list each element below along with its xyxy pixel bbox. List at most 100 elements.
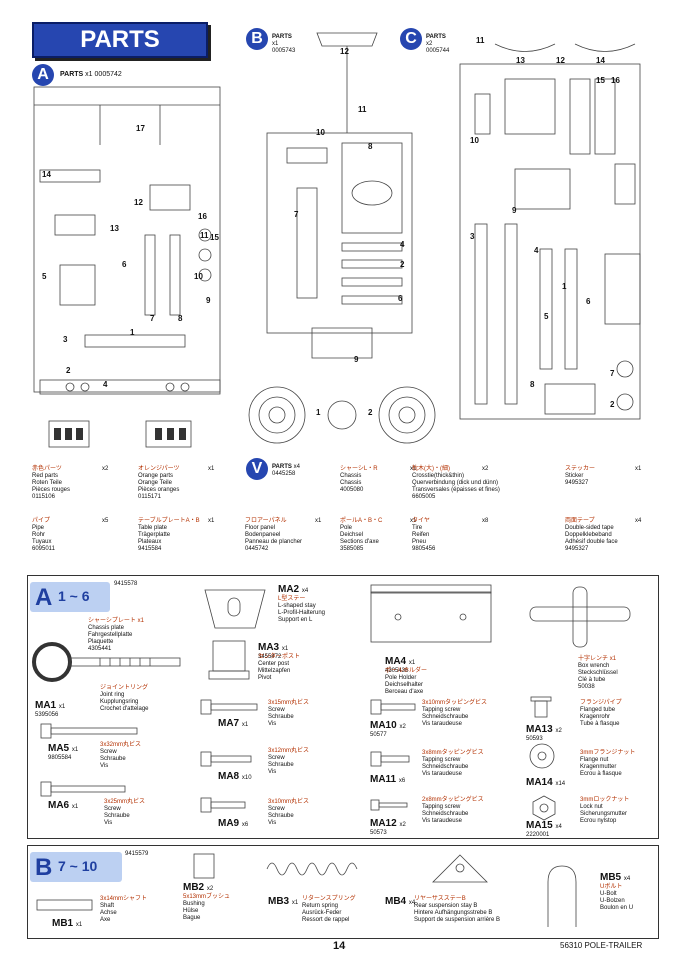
bag-b-panel: [27, 845, 659, 939]
legend-line: 9805456: [412, 546, 436, 552]
legend-line: 3585085: [340, 546, 364, 552]
b-num-2: 2: [400, 260, 405, 269]
orange-parts-illustration: [145, 420, 192, 448]
legend-line: Bodenpaneel: [245, 532, 281, 538]
legend-line: 0115171: [138, 494, 161, 500]
legend-line: 6095011: [32, 546, 55, 552]
legend-line: Table plate: [138, 525, 168, 531]
a-num-2: 2: [66, 366, 71, 375]
c-num-4: 4: [534, 246, 539, 255]
a-num-4: 4: [103, 380, 108, 389]
a-num-15: 15: [210, 233, 219, 242]
bushing-illustration: [193, 853, 215, 879]
screw-ma10-illustration: [370, 699, 416, 715]
legend-line: Deichsel: [340, 532, 364, 538]
ma1-tag: MA1 x1: [35, 700, 66, 711]
return-spring-illustration: [266, 862, 358, 876]
bag-a-code: 9415578: [114, 581, 138, 587]
legend-qty: x1: [410, 518, 417, 524]
pole-holder-illustration: [370, 584, 492, 643]
ma5-tag: MA5 x1: [48, 743, 79, 754]
legend-line: Orange parts: [138, 473, 174, 479]
ma3-code: 3455472: [258, 654, 282, 660]
legend-line: Crosstie(thick&thin): [412, 473, 465, 479]
screw-ma9-illustration: [200, 797, 246, 813]
legend-line: Pièces rouges: [32, 487, 71, 493]
legend-line: Pipe: [32, 525, 45, 531]
legend-line: Transversales (épaisses et fines): [412, 487, 500, 493]
legend-line: 9495327: [565, 480, 589, 486]
tree-v-badge: V: [246, 458, 268, 480]
c-num-9: 9: [512, 206, 517, 215]
legend-line: Plateaux: [138, 539, 162, 545]
c-num-7: 7: [610, 369, 615, 378]
a-num-9: 9: [206, 296, 211, 305]
legend-line: Doppelklebeband: [565, 532, 612, 538]
tree-b-diagram: [248, 32, 436, 444]
tree-c-badge: C: [400, 28, 422, 50]
legend-line: Roten Teile: [32, 480, 62, 486]
ma5-code: 9805584: [48, 755, 72, 761]
joint-ring-illustration: [32, 642, 181, 682]
legend-jp: フロアーパネル: [245, 518, 287, 524]
screw-ma8-illustration: [200, 751, 252, 767]
c-num-14: 14: [596, 56, 605, 65]
c-num-3: 3: [470, 232, 475, 241]
legend-jp: ポールA・B・C: [340, 518, 383, 524]
mb2-tag: MB2 x2: [183, 882, 214, 893]
l-shaped-stay-illustration: [204, 589, 266, 629]
page-number: 14: [333, 940, 346, 952]
legend-qty: x4: [635, 518, 642, 524]
tree-c-diagram: [459, 43, 641, 420]
legend-line: Pneu: [412, 539, 427, 545]
legend-qty: x1: [410, 466, 417, 472]
flange-nut-illustration: [529, 743, 555, 769]
a-num-17: 17: [136, 124, 145, 133]
rear-stay-illustration: [432, 854, 488, 883]
ma4-tag: MA4 x1: [385, 656, 416, 667]
a-num-3: 3: [63, 335, 68, 344]
screw-ma12-illustration: [370, 799, 408, 811]
ma9-tag: MA9 x6: [218, 818, 249, 829]
legend-jp: オレンジパーツ: [138, 466, 180, 472]
ma7-tag: MA7 x1: [218, 718, 249, 729]
shaft-illustration: [36, 899, 93, 911]
b-num-wheel-1: 1: [316, 408, 321, 417]
mb4-tag: MB4 x4: [385, 896, 416, 907]
tree-b-badge: B: [246, 28, 268, 50]
legend-line: Rohr: [32, 532, 46, 538]
parts-title: PARTS: [80, 26, 160, 53]
a-num-8: 8: [178, 314, 183, 323]
center-post-illustration: [208, 640, 250, 680]
b-num-7: 7: [294, 210, 299, 219]
legend-jp: タイヤ: [412, 518, 430, 524]
c-num-1: 1: [562, 282, 567, 291]
u-bolt-illustration: [547, 865, 577, 927]
legend-line: 4005080: [340, 487, 364, 493]
legend-line: Sections d'axe: [340, 539, 379, 545]
a-num-12: 12: [134, 198, 143, 207]
legend-jp: パイプ: [32, 518, 51, 524]
c-num-8: 8: [530, 380, 535, 389]
bag-a-tab: [30, 582, 110, 612]
legend-line: Adhésif double face: [565, 539, 618, 545]
bag-a-panel: [27, 575, 659, 839]
legend-qty: x2: [482, 466, 489, 472]
legend-line: Tuyaux: [32, 539, 52, 545]
